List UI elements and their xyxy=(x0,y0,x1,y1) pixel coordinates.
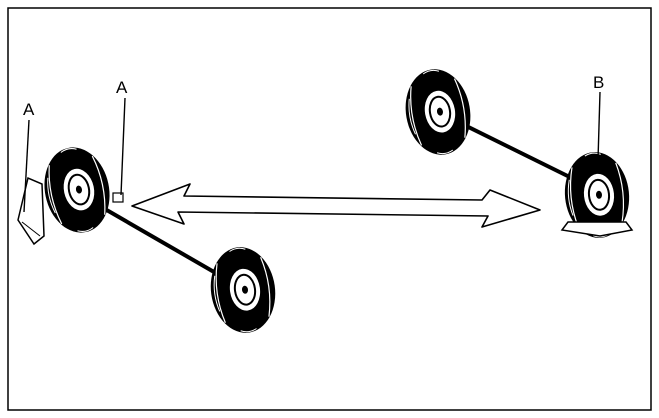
wheel-block xyxy=(112,192,124,203)
label-a-left: A xyxy=(23,100,35,119)
label-b: B xyxy=(593,73,604,92)
leader-a-left xyxy=(23,119,30,213)
leader-b xyxy=(597,91,601,161)
label-a-right: A xyxy=(116,78,128,97)
swap-arrow xyxy=(131,183,541,228)
wheel-stand-right xyxy=(560,221,634,237)
leader-a-right xyxy=(120,97,126,196)
